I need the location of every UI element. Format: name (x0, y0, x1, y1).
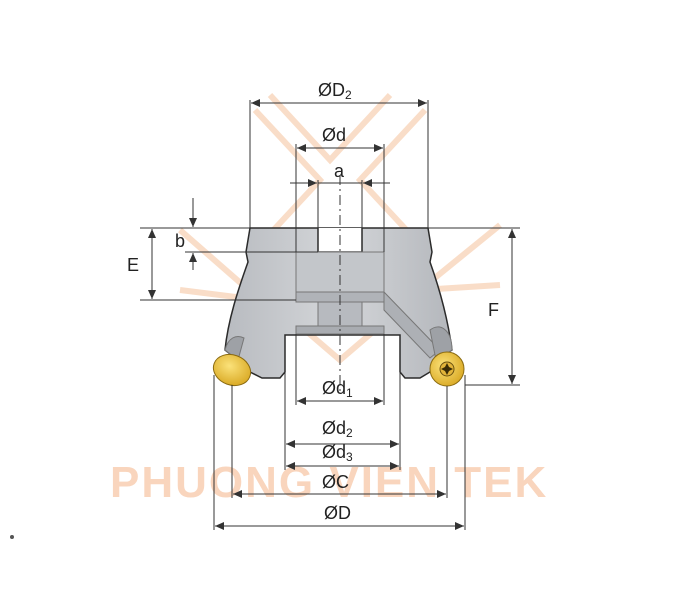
chip-pocket (383, 290, 441, 359)
label-e: E (127, 255, 139, 275)
round-insert-torx-screw-icon (429, 351, 465, 387)
label-f-height: F (488, 300, 499, 320)
label-a-keyway-width: a (334, 161, 345, 181)
label-d2-outer: ØD2 (318, 80, 352, 102)
corner-dot (10, 535, 14, 539)
label-d-bore: Ød (322, 125, 346, 145)
label-d1: Ød1 (322, 378, 353, 400)
label-d3: Ød3 (322, 442, 353, 464)
dimension-lines (140, 99, 520, 530)
round-insert-icon (212, 353, 252, 387)
label-d-outer: ØD (324, 503, 351, 523)
label-c: ØC (322, 472, 349, 492)
label-d2-inner: Ød2 (322, 418, 353, 440)
insert-seat-left (224, 336, 245, 361)
label-b-keyway-depth: b (175, 231, 185, 251)
